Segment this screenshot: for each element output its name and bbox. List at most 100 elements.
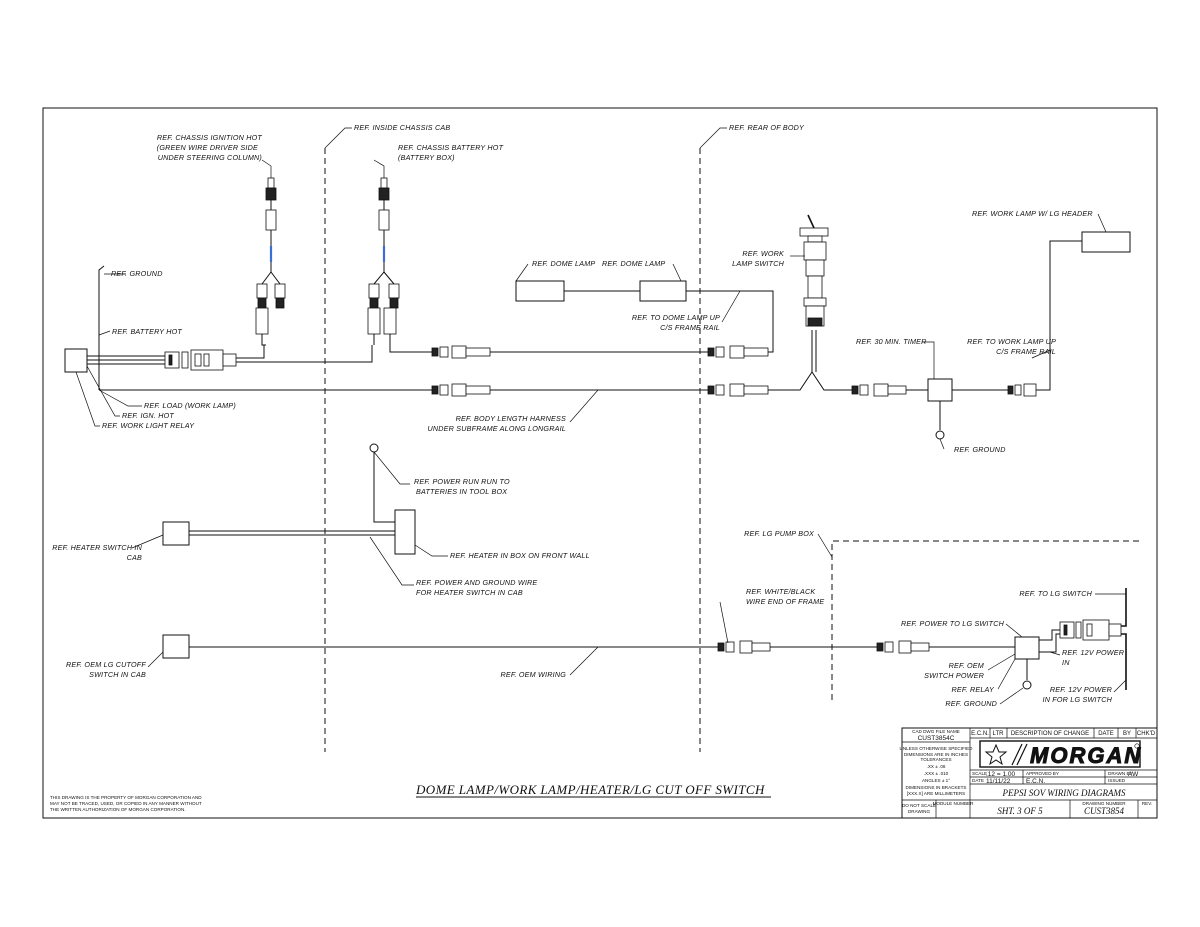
lg-pump-connector — [876, 640, 930, 654]
star-icon — [984, 743, 1008, 766]
drawing-title: DOME LAMP/WORK LAMP/HEATER/LG CUT OFF SW… — [415, 782, 765, 797]
work-lamp-up-label-2: C/S FRAME RAIL — [996, 347, 1056, 356]
heater-switch-label-2: CAB — [127, 553, 142, 562]
dome-lamp-2-label: REF. DOME LAMP — [602, 259, 665, 268]
chassis-battery-label-2: (BATTERY BOX) — [398, 153, 455, 162]
white-black-label-2: WIRE END OF FRAME — [746, 597, 824, 606]
timer-connector — [851, 383, 907, 397]
load-connector-b — [707, 383, 769, 397]
drawing-number-label: DRAWING NUMBER — [1082, 801, 1126, 806]
power-12v-label-1: REF. 12V POWER — [1062, 648, 1124, 657]
rear-body-label: REF. REAR OF BODY — [729, 123, 805, 132]
dome-lamp-connector-a — [431, 345, 491, 359]
lg-relay-ground-ring — [1022, 680, 1032, 690]
sheet-border — [42, 107, 1158, 819]
scale-label: SCALE — [972, 771, 987, 776]
desc-header: DESCRIPTION OF CHANGE — [1011, 731, 1089, 737]
body-harness-label-1: REF. BODY LENGTH HARNESS — [456, 414, 566, 423]
leader-lines — [75, 159, 1127, 705]
dome-lamp-1 — [515, 280, 565, 302]
harness-to-battery-hot — [236, 345, 373, 363]
tol-angles: ANGLES ± 1° — [922, 778, 950, 783]
drawing-number: CUST3854 — [1084, 806, 1125, 816]
oem-lg-cutoff-box — [162, 634, 190, 659]
bracket-note-2: [XXX.X] ARE MILLIMETERS — [907, 791, 965, 796]
ign-hot-label: REF. IGN. HOT — [122, 411, 174, 420]
dome-rail-wire — [686, 290, 774, 353]
registered-icon — [1134, 743, 1140, 749]
work-lamp-rail-wire — [1036, 240, 1082, 391]
tol-header: UNLESS OTHERWISE SPECIFIED — [900, 746, 974, 751]
work-lamp-connector — [1007, 383, 1037, 397]
work-switch-label-1: REF. WORK — [742, 249, 785, 258]
chassis-ignition-label-2: (GREEN WIRE DRIVER SIDE — [157, 143, 258, 152]
drawing-description: PEPSI SOV WIRING DIAGRAMS — [1001, 788, 1126, 798]
oem-switch-power-label-2: SWITCH POWER — [924, 671, 984, 680]
power-run-label-2: BATTERIES IN TOOL BOX — [416, 487, 508, 496]
battery-fuse-holder — [367, 177, 432, 353]
relay-left-label: REF. WORK LIGHT RELAY — [102, 421, 195, 430]
ecn-label: E.C.N. — [1026, 778, 1045, 785]
tol-line-2: TOLERANCES — [920, 757, 951, 762]
work-switch-label-2: LAMP SWITCH — [732, 259, 784, 268]
main-harness-connector — [164, 349, 237, 371]
lg-relay-box — [1014, 636, 1040, 660]
sheet-number: SHT. 3 OF 5 — [997, 806, 1043, 816]
oem-wiring-label: REF. OEM WIRING — [500, 670, 566, 679]
power-12v-label-2: IN — [1062, 658, 1070, 667]
tol-xxx: .XXX ± .010 — [924, 771, 949, 776]
switch-drop-wires — [811, 330, 817, 372]
morgan-logo: MORGAN — [979, 740, 1141, 769]
work-lamp-header-label: REF. WORK LAMP W/ LG HEADER — [972, 209, 1093, 218]
drawn-label: DRAWN BY — [1108, 771, 1133, 776]
tol-xx: .XX ± .06 — [927, 764, 946, 769]
scale-value: .12 = 1.00 — [986, 771, 1015, 778]
issued-label: ISSUED — [1108, 778, 1126, 783]
date-header: DATE — [1098, 731, 1114, 737]
harness-to-ignition — [236, 345, 265, 359]
heater-switch-wires — [189, 530, 395, 536]
chkd-header: CHK'D — [1137, 731, 1156, 737]
bracket-note-1: DIMENSIONS IN BRACKETS — [905, 785, 966, 790]
tol-line-1: DIMENSIONS ARE IN INCHES — [904, 752, 968, 757]
drawn-by: AW — [1128, 771, 1139, 778]
lg-pump-box-label: REF. LG PUMP BOX — [744, 529, 815, 538]
chassis-battery-label-1: REF. CHASSIS BATTERY HOT — [398, 143, 504, 152]
chassis-ignition-label-1: REF. CHASSIS IGNITION HOT — [157, 133, 263, 142]
ground-wire-left — [98, 265, 105, 390]
cab-boundary-leader — [324, 127, 352, 149]
dome-up-label-2: C/S FRAME RAIL — [660, 323, 720, 332]
load-connector-a — [431, 383, 491, 397]
battery-hot-label: REF. BATTERY HOT — [112, 327, 182, 336]
oem-switch-power-label-1: REF. OEM — [949, 661, 984, 670]
dome-lamp-1-label: REF. DOME LAMP — [532, 259, 595, 268]
ltr-header: LTR — [993, 731, 1005, 737]
work-lamp-header-box — [1081, 231, 1131, 253]
heater-box-label: REF. HEATER IN BOX ON FRONT WALL — [450, 551, 590, 560]
switch-split-wire — [768, 371, 852, 391]
ground-right-label: REF. GROUND — [954, 445, 1006, 454]
date-value: 11/11/22 — [986, 778, 1011, 785]
load-label: REF. LOAD (WORK LAMP) — [144, 401, 236, 410]
body-harness-label-2: UNDER SUBFRAME ALONG LONGRAIL — [427, 424, 566, 433]
lg-switch-connector — [1059, 619, 1122, 641]
lg-frame-connector — [717, 640, 771, 654]
power-run-wire — [373, 452, 395, 523]
property-notice-3: THE WRITTEN AUTHORIZATION OF MORGAN CORP… — [50, 807, 186, 812]
body-rear-leader — [699, 127, 727, 149]
cad-file: CUST3854C — [918, 735, 955, 742]
relay-right-label: REF. RELAY — [952, 685, 995, 694]
timer-ground-ring — [935, 430, 945, 440]
to-lg-switch-label: REF. TO LG SWITCH — [1019, 589, 1092, 598]
rev-label: REV. — [1142, 801, 1152, 806]
relay-lead-wires — [87, 355, 165, 365]
dome-lamp-connector-b — [707, 345, 769, 359]
no-scale-2: DRAWING — [908, 809, 930, 814]
dome-lamp-2 — [639, 280, 687, 302]
power-run-label-1: REF. POWER RUN RUN TO — [414, 477, 510, 486]
power-ground-label-1: REF. POWER AND GROUND WIRE — [416, 578, 537, 587]
dome-up-label-1: REF. TO DOME LAMP UP — [632, 313, 720, 322]
power-run-ring — [369, 443, 379, 453]
white-black-label-1: REF. WHITE/BLACK — [746, 587, 816, 596]
ignition-fuse-holder — [255, 177, 286, 346]
